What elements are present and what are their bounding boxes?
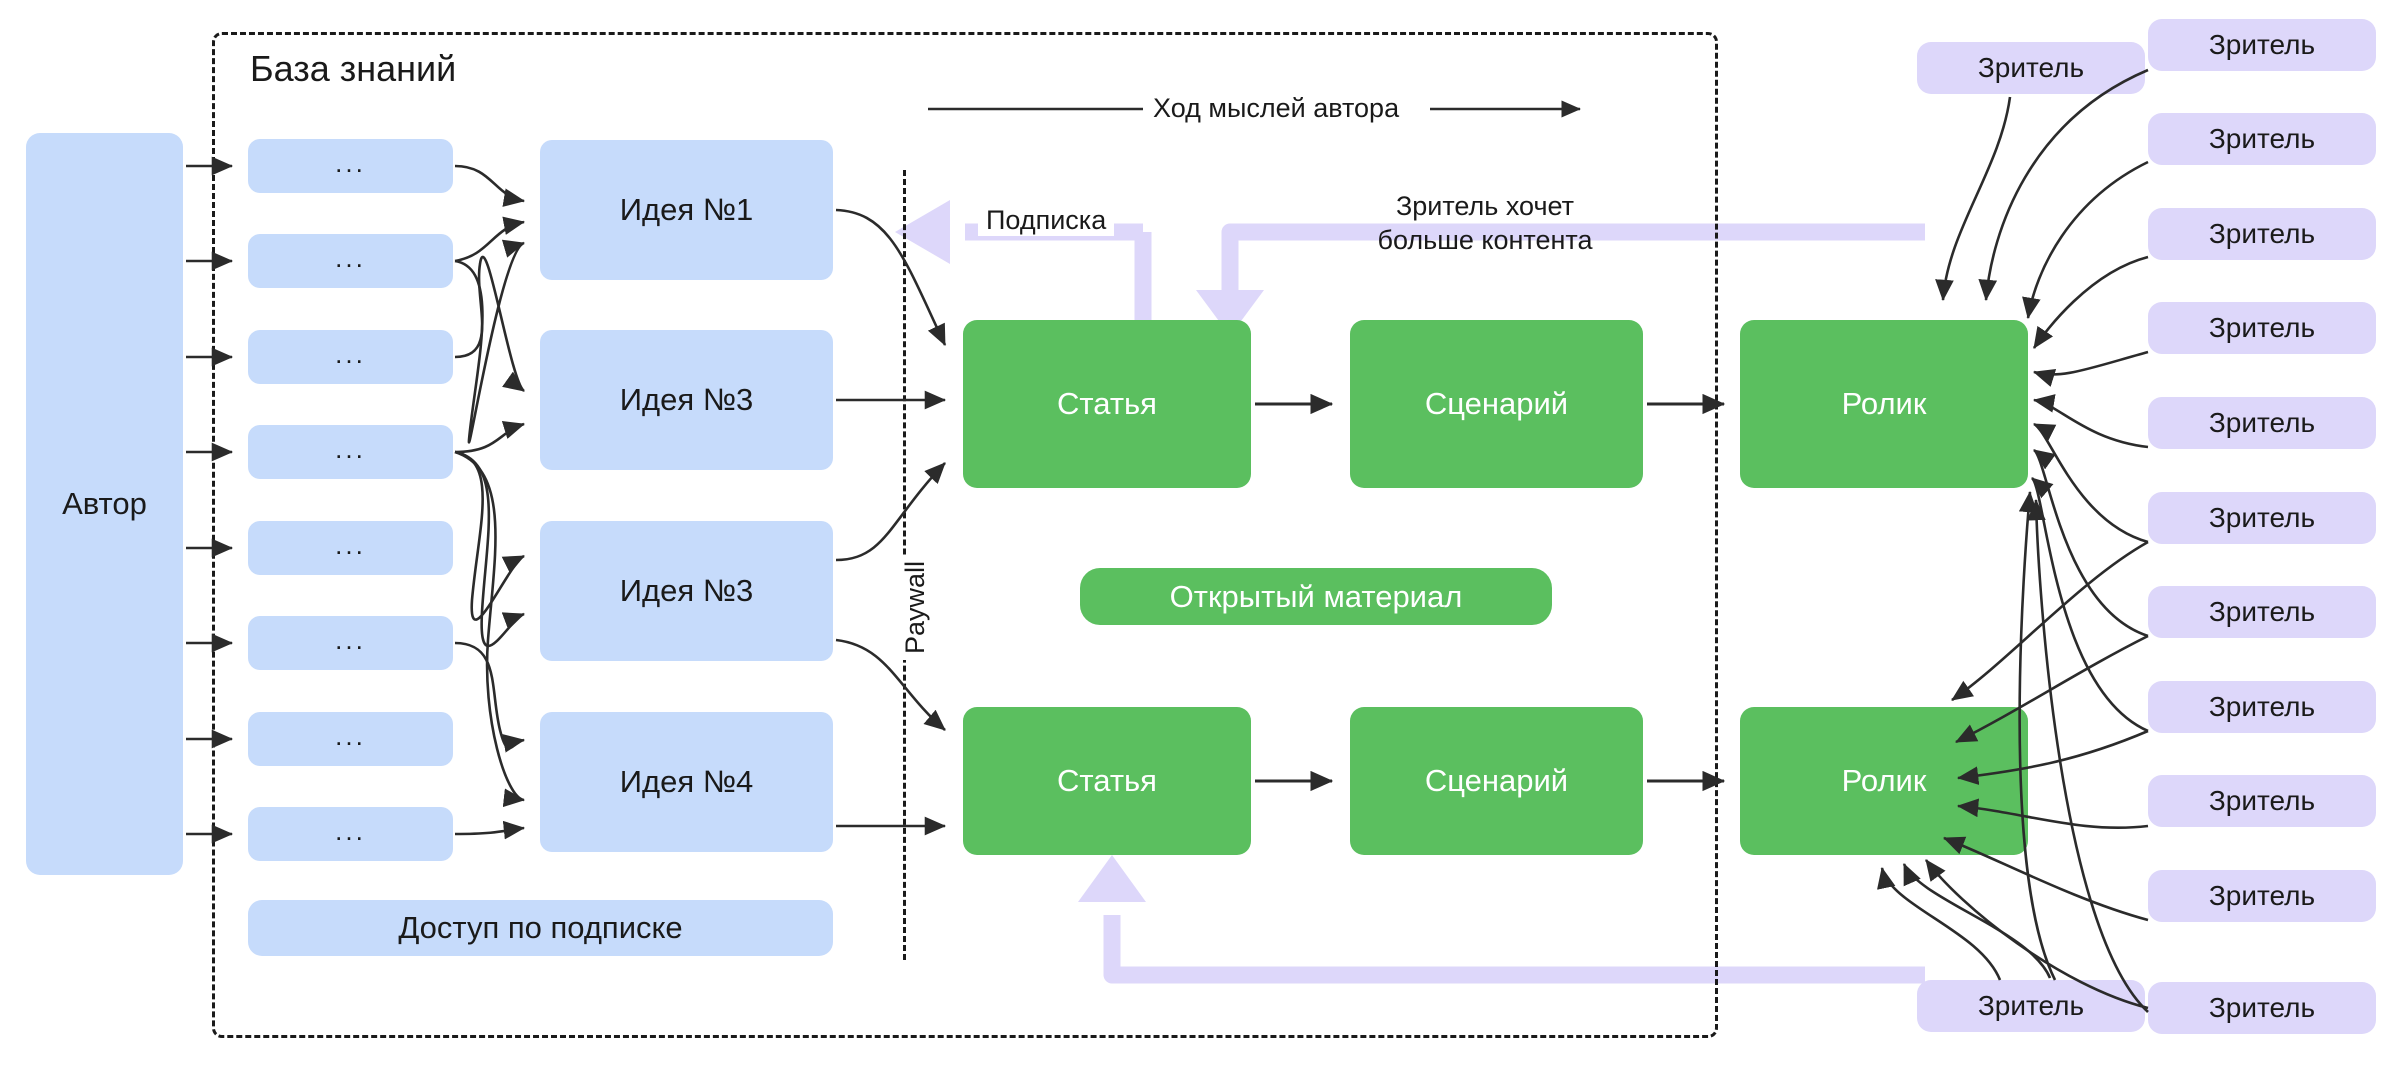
open-material-node[interactable]: Открытый материал: [1080, 568, 1552, 625]
idea-node[interactable]: Идея №4: [540, 712, 833, 852]
purple-arrow-down-top: [1196, 290, 1264, 336]
knowledge-item[interactable]: ...: [248, 139, 453, 193]
viewer-node[interactable]: Зритель: [2148, 586, 2376, 638]
viewer-node[interactable]: Зритель: [2148, 208, 2376, 260]
idea-node[interactable]: Идея №3: [540, 330, 833, 470]
ideas-to-articles-arrows: [835, 208, 947, 836]
article-node-bottom[interactable]: Статья: [963, 707, 1251, 855]
viewers-to-bottom-video-arrows: [1877, 540, 2149, 1010]
viewer-node[interactable]: Зритель: [2148, 19, 2376, 71]
idea-node[interactable]: Идея №3: [540, 521, 833, 661]
script-node-top[interactable]: Сценарий: [1350, 320, 1643, 488]
purple-arrowhead-left: [895, 200, 950, 264]
knowledge-item[interactable]: ...: [248, 616, 453, 670]
viewer-wants-more-line1: Зритель хочет: [1395, 191, 1575, 221]
viewer-wants-more-line2: больше контента: [1377, 224, 1593, 255]
video-node-top[interactable]: Ролик: [1740, 320, 2028, 488]
viewer-node[interactable]: Зритель: [2148, 870, 2376, 922]
viewer-node[interactable]: Зритель: [2148, 492, 2376, 544]
viewers-to-top-video-arrows: [1935, 68, 2149, 1013]
knowledge-base-container: [212, 32, 1718, 1038]
viewer-wants-more-label: Зритель хочет больше контента: [1350, 190, 1620, 258]
video-node-bottom[interactable]: Ролик: [1740, 707, 2028, 855]
knowledge-base-title: База знаний: [250, 48, 457, 89]
viewer-node[interactable]: Зритель: [1917, 980, 2145, 1032]
purple-loop-bottom: [1103, 915, 1925, 984]
subscription-label: Подписка: [978, 205, 1115, 236]
purple-subscription-stub: [1120, 223, 1152, 322]
knowledge-item[interactable]: ...: [248, 521, 453, 575]
author-node[interactable]: Автор: [26, 133, 183, 875]
subscription-access-node[interactable]: Доступ по подписке: [248, 900, 833, 956]
knowledge-item[interactable]: ...: [248, 425, 453, 479]
author-to-knowledge-arrows: [186, 156, 234, 844]
script-node-bottom[interactable]: Сценарий: [1350, 707, 1643, 855]
flow-direction-label: Ход мыслей автора: [1143, 93, 1410, 124]
viewer-node[interactable]: Зритель: [2148, 113, 2376, 165]
idea-node[interactable]: Идея №1: [540, 140, 833, 280]
knowledge-item[interactable]: ...: [248, 330, 453, 384]
viewer-node[interactable]: Зритель: [2148, 302, 2376, 354]
knowledge-item[interactable]: ...: [248, 712, 453, 766]
purple-arrow-up-bottom: [1078, 855, 1146, 902]
knowledge-to-ideas-arrows: [454, 164, 526, 840]
pipeline-arrows: [1255, 393, 1726, 792]
viewer-node[interactable]: Зритель: [2148, 982, 2376, 1034]
viewer-node[interactable]: Зритель: [2148, 775, 2376, 827]
article-node-top[interactable]: Статья: [963, 320, 1251, 488]
knowledge-item[interactable]: ...: [248, 807, 453, 861]
viewer-node[interactable]: Зритель: [2148, 397, 2376, 449]
knowledge-item[interactable]: ...: [248, 234, 453, 288]
viewer-node[interactable]: Зритель: [1917, 42, 2145, 94]
viewer-node[interactable]: Зритель: [2148, 681, 2376, 733]
